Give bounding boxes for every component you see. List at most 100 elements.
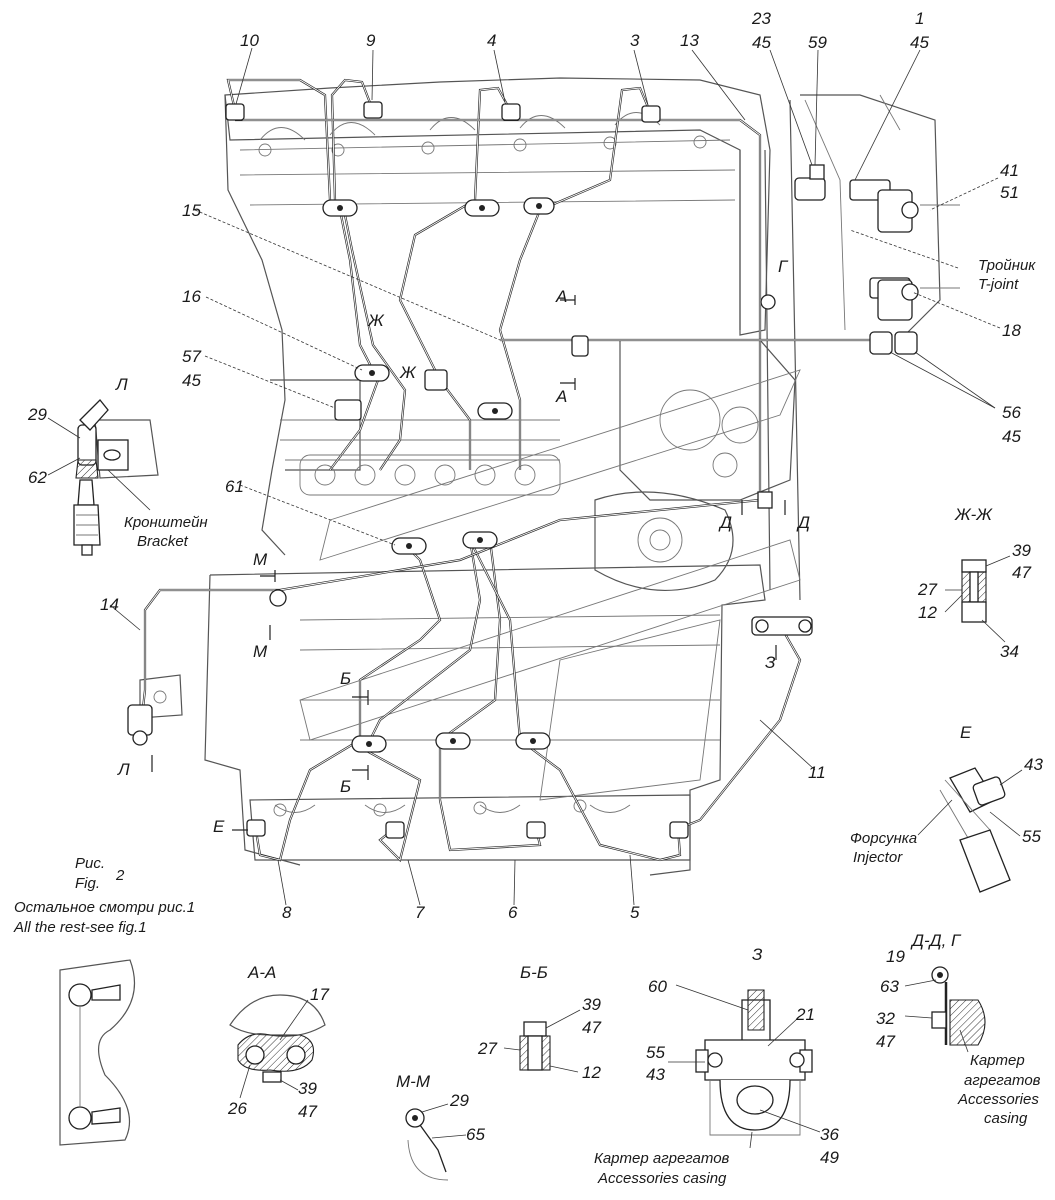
detail-l: Л 29 62 Кронштейн Bracket <box>27 375 208 556</box>
fittings <box>127 101 960 839</box>
detail-d-g-label-en-2: casing <box>984 1110 1028 1127</box>
detail-l-callout-29: 29 <box>27 405 47 424</box>
detail-zh-zh-title: Ж-Ж <box>954 505 993 524</box>
callout-8: 8 <box>282 903 292 922</box>
callout-3: 3 <box>630 31 640 50</box>
callout-13: 13 <box>680 31 699 50</box>
detail-zh-zh-callout-12: 12 <box>918 603 937 622</box>
callout-45-a: 45 <box>752 33 771 52</box>
detail-zh-zh-callout-39: 39 <box>1012 541 1031 560</box>
detail-a-a-callout-26: 26 <box>227 1099 247 1118</box>
callout-1: 1 <box>915 9 924 28</box>
tee-label-en: T-joint <box>978 276 1019 293</box>
detail-z-callout-43: 43 <box>646 1065 665 1084</box>
detail-l-label-ru: Кронштейн <box>124 514 208 531</box>
detail-d-g-label-ru-2: агрегатов <box>964 1072 1041 1089</box>
detail-a-a-callout-17: 17 <box>310 985 329 1004</box>
callout-14: 14 <box>100 595 119 614</box>
fig-number: 2 <box>115 867 125 884</box>
callout-10: 10 <box>240 31 259 50</box>
detail-b-b-callout-47: 47 <box>582 1018 601 1037</box>
fig-note-en: All the rest-see fig.1 <box>13 919 147 936</box>
detail-d-g-callout-32: 32 <box>876 1009 895 1028</box>
detail-d-g-callout-47: 47 <box>876 1032 895 1051</box>
detail-d-g: Д-Д, Г 19 63 32 47 Картер агрегатов Acce… <box>876 931 1041 1127</box>
detail-l-title: Л <box>115 375 128 394</box>
section-mark-b-2: Б <box>340 777 351 796</box>
section-mark-e: Е <box>213 817 225 836</box>
section-mark-g: Г <box>778 257 789 276</box>
detail-a-a-callout-39: 39 <box>298 1079 317 1098</box>
main-callouts: 10 9 4 3 13 23 45 59 1 45 41 51 15 16 57… <box>100 9 1021 922</box>
section-letters: Ж Ж А А Г Д Д М М Б Б З Е Л <box>117 257 810 836</box>
callout-7: 7 <box>415 903 425 922</box>
callout-59: 59 <box>808 33 827 52</box>
detail-zh-zh-callout-47: 47 <box>1012 563 1031 582</box>
figure-caption: Рис. Fig. 2 Остальное смотри рис.1 All t… <box>13 855 195 936</box>
detail-b-b-title: Б-Б <box>520 963 548 982</box>
section-mark-d-1: Д <box>718 513 732 532</box>
callout-9: 9 <box>366 31 376 50</box>
callout-11: 11 <box>808 763 826 782</box>
callout-56: 56 <box>1002 403 1021 422</box>
detail-e-callout-43: 43 <box>1024 755 1043 774</box>
callout-5: 5 <box>630 903 640 922</box>
detail-zh-zh: Ж-Ж 39 47 27 12 34 <box>917 505 1031 661</box>
callout-57: 57 <box>182 347 201 366</box>
detail-z-label-ru: Картер агрегатов <box>594 1150 730 1167</box>
callout-6: 6 <box>508 903 518 922</box>
detail-l-callout-62: 62 <box>28 468 47 487</box>
detail-d-g-callout-19: 19 <box>886 947 905 966</box>
callout-45-d: 45 <box>1002 427 1021 446</box>
section-mark-l: Л <box>117 760 130 779</box>
detail-z-label-en: Accessories casing <box>597 1170 727 1187</box>
detail-z-callout-36: 36 <box>820 1125 839 1144</box>
detail-m-m: М-М 29 65 <box>396 1072 485 1181</box>
detail-a-a-title: А-А <box>247 963 276 982</box>
tee-label-ru: Тройник <box>978 257 1036 274</box>
detail-z-callout-55: 55 <box>646 1043 665 1062</box>
leader-lines <box>109 47 1001 906</box>
detail-z-callout-49: 49 <box>820 1148 839 1167</box>
section-mark-a-2: А <box>555 387 567 406</box>
detail-a-a: А-А 17 26 39 47 <box>227 963 329 1121</box>
callout-4: 4 <box>487 31 496 50</box>
detail-m-m-title: М-М <box>396 1072 431 1091</box>
detail-b-b: Б-Б 39 47 27 12 <box>477 963 601 1082</box>
tee-label: Тройник T-joint <box>978 257 1036 293</box>
detail-e-label-ru: Форсунка <box>850 830 917 847</box>
detail-m-m-callout-29: 29 <box>449 1091 469 1110</box>
detail-d-g-label-en-1: Accessories <box>957 1091 1039 1108</box>
callout-51: 51 <box>1000 183 1019 202</box>
section-mark-d-2: Д <box>796 513 810 532</box>
detail-d-g-label-ru-1: Картер <box>970 1052 1025 1069</box>
detail-zh-zh-callout-34: 34 <box>1000 642 1019 661</box>
detail-z-title: З <box>752 945 763 964</box>
fig-caption-ru: Рис. <box>75 855 105 872</box>
callout-15: 15 <box>182 201 201 220</box>
detail-b-b-callout-12: 12 <box>582 1063 601 1082</box>
detail-zh-zh-callout-27: 27 <box>917 580 937 599</box>
section-mark-zh-2: Ж <box>399 363 417 382</box>
section-arrows <box>151 295 786 831</box>
section-mark-m-2: М <box>253 642 268 661</box>
detail-z: З 60 21 55 43 36 49 Картер агрегатов Acc… <box>594 945 839 1187</box>
section-mark-zh-1: Ж <box>367 311 385 330</box>
detail-a-a-callout-47: 47 <box>298 1102 317 1121</box>
callout-23: 23 <box>751 9 771 28</box>
callout-45-b: 45 <box>910 33 929 52</box>
detail-b-b-callout-39: 39 <box>582 995 601 1014</box>
section-mark-m-1: М <box>253 550 268 569</box>
fig-caption-en: Fig. <box>75 875 100 892</box>
callout-16: 16 <box>182 287 201 306</box>
callout-18: 18 <box>1002 321 1021 340</box>
detail-b-b-callout-27: 27 <box>477 1039 497 1058</box>
detail-d-g-title: Д-Д, Г <box>910 931 962 950</box>
callout-41: 41 <box>1000 161 1019 180</box>
callout-45-c: 45 <box>182 371 201 390</box>
detail-e: Е 43 55 Форсунка Injector <box>850 723 1043 893</box>
detail-e-callout-55: 55 <box>1022 827 1041 846</box>
section-mark-z: З <box>765 653 776 672</box>
section-mark-b-1: Б <box>340 669 351 688</box>
